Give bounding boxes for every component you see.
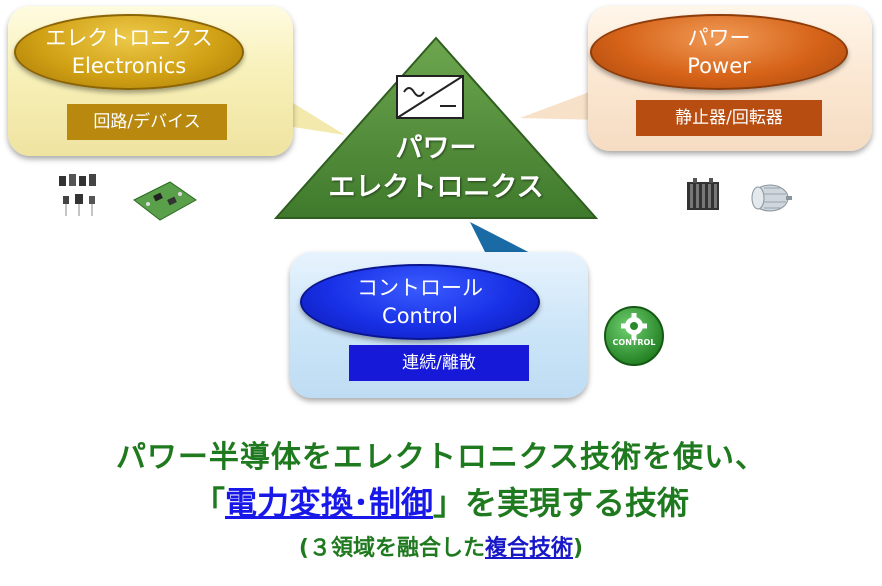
power-bubble-tail	[520, 88, 600, 120]
motor-icon	[751, 184, 792, 212]
control-name-jp: コントロール	[357, 276, 483, 300]
triangle-title-line1: パワー	[395, 133, 477, 164]
headline-line1: パワー半導体をエレクトロニクス技術を使い、	[115, 440, 767, 475]
electronics-bubble-tail	[280, 95, 345, 135]
power-oval: パワー Power	[590, 14, 848, 90]
semiconductor-devices-icon	[59, 174, 96, 216]
headline-line3-post: )	[573, 536, 584, 561]
transformer-icon	[687, 178, 719, 210]
electronics-sub-label: 回路/デバイス	[67, 104, 227, 140]
control-name-en: Control	[382, 304, 458, 328]
headline-line3-pre: (３領域を融合した	[298, 536, 485, 561]
headline-line3: (３領域を融合した複合技術)	[0, 530, 882, 562]
power-sub-label: 静止器/回転器	[636, 100, 822, 136]
headline-bracket-open: 「	[192, 484, 225, 522]
headline-emphasis-link[interactable]: 電力変換･制御	[224, 484, 433, 522]
headline-line2: 「電力変換･制御」を実現する技術	[0, 478, 882, 524]
triangle-title-line2: エレクトロニクス	[328, 172, 544, 203]
triangle-shape	[273, 36, 599, 219]
electronics-name-en: Electronics	[71, 54, 187, 78]
control-badge-label: CONTROL	[612, 338, 656, 347]
composite-technology-link[interactable]: 複合技術	[484, 536, 573, 561]
power-name-en: Power	[687, 54, 751, 78]
power-name-jp: パワー	[687, 26, 751, 50]
control-gear-badge-icon	[604, 306, 664, 366]
electronics-name-jp: エレクトロニクス	[45, 26, 213, 50]
circuit-board-icon	[133, 181, 197, 221]
control-oval: コントロール Control	[300, 264, 540, 340]
control-sub-label: 連続/離散	[349, 345, 529, 381]
electronics-oval: エレクトロニクス Electronics	[14, 14, 244, 90]
headline-bracket-close: 」を実現する技術	[433, 484, 690, 522]
